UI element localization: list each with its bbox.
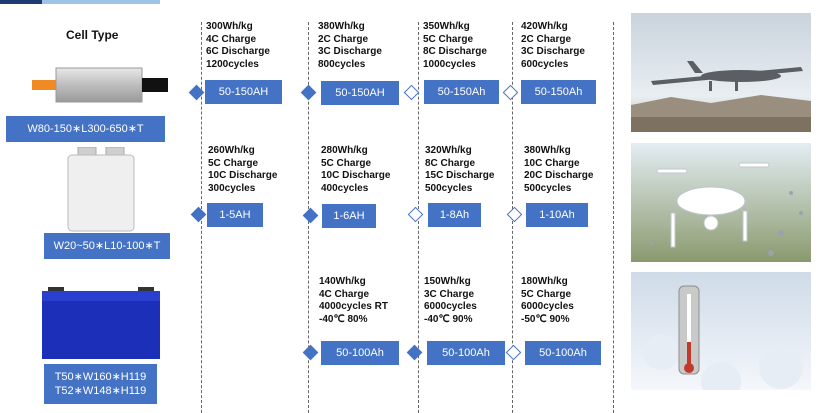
spec-text: 140Wh/kg 4C Charge 4000cycles RT -40℃ 80… (319, 276, 388, 325)
prismatic-cell-icon (42, 287, 160, 359)
spec-text: 380Wh/kg 10C Charge 20C Discharge 500cyc… (524, 145, 594, 194)
spec-text: 420Wh/kg 2C Charge 3C Discharge 600cycle… (521, 21, 585, 70)
header-accent-bar-dark (0, 0, 42, 4)
diamond-hollow-icon (407, 206, 424, 223)
long-cell-icon (32, 67, 168, 103)
diamond-filled-icon (300, 84, 317, 101)
diamond-filled-icon (302, 344, 319, 361)
capacity-box: 1-8Ah (428, 203, 481, 227)
capacity-box: 50-150Ah (424, 80, 499, 104)
cell-label-prismatic: T50∗W160∗H119 T52∗W148∗H119 (44, 364, 157, 404)
spec-text: 180Wh/kg 5C Charge 6000cycles -50℃ 90% (521, 276, 574, 325)
capacity-box: 1-10Ah (526, 203, 588, 227)
diamond-hollow-icon (505, 344, 522, 361)
diamond-hollow-icon (506, 206, 523, 223)
fixed-wing-drone-photo (631, 13, 811, 132)
column-divider (613, 22, 614, 413)
capacity-box: 50-150AH (321, 81, 399, 105)
cell-label-prismatic-line-2: T52∗W148∗H119 (54, 385, 147, 397)
diamond-hollow-icon (502, 84, 519, 101)
cell-label-pouch: W20~50∗L10-100∗T (44, 233, 170, 259)
diamond-filled-icon (406, 344, 423, 361)
header-accent-bar-light (42, 0, 160, 4)
capacity-box: 50-100Ah (427, 341, 505, 365)
spec-text: 150Wh/kg 3C Charge 6000cycles -40℃ 90% (424, 276, 477, 325)
quadcopter-drone-photo (631, 143, 811, 262)
capacity-box: 1-6AH (322, 204, 376, 228)
capacity-box: 1-5AH (207, 203, 263, 227)
thermometer-in-snow-photo (631, 272, 811, 390)
diamond-filled-icon (302, 207, 319, 224)
capacity-box: 50-100Ah (321, 341, 399, 365)
capacity-box: 50-150Ah (521, 80, 596, 104)
spec-text: 260Wh/kg 5C Charge 10C Discharge 300cycl… (208, 145, 278, 194)
pouch-cell-icon (67, 147, 135, 232)
spec-text: 320Wh/kg 8C Charge 15C Discharge 500cycl… (425, 145, 495, 194)
diamond-filled-icon (190, 206, 207, 223)
capacity-box: 50-100Ah (525, 341, 601, 365)
diamond-hollow-icon (403, 84, 420, 101)
cell-label-prismatic-line-1: T50∗W160∗H119 (54, 371, 147, 383)
spec-text: 280Wh/kg 5C Charge 10C Discharge 400cycl… (321, 145, 391, 194)
cell-type-title: Cell Type (66, 28, 119, 42)
spec-text: 380Wh/kg 2C Charge 3C Discharge 800cycle… (318, 21, 382, 70)
spec-text: 300Wh/kg 4C Charge 6C Discharge 1200cycl… (206, 21, 270, 70)
spec-text: 350Wh/kg 5C Charge 8C Discharge 1000cycl… (423, 21, 487, 70)
capacity-box: 50-150AH (205, 80, 282, 104)
cell-label-long: W80-150∗L300-650∗T (6, 116, 165, 142)
